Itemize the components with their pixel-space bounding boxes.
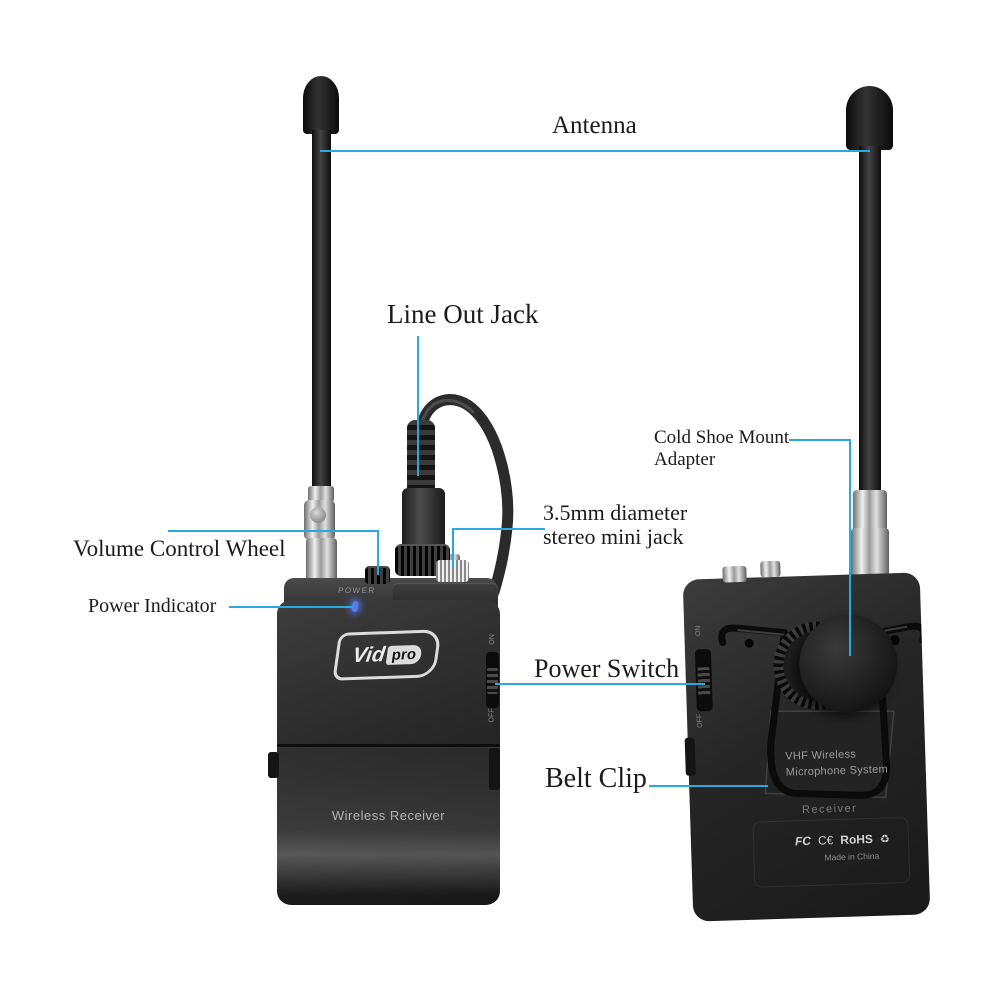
volume-leader-line-v xyxy=(377,530,379,575)
front-antenna-base xyxy=(306,538,337,584)
antenna-swivel-screw xyxy=(310,507,326,523)
front-switch-on-label: ON xyxy=(488,634,496,645)
front-power-switch-slider xyxy=(487,668,498,694)
belt-clip-label: Belt Clip xyxy=(545,763,647,794)
battery-latch-left xyxy=(268,752,279,778)
cold-shoe-label-line2: Adapter xyxy=(654,449,716,470)
front-device-sheen xyxy=(277,748,500,905)
stereo-mini-jack-label: 3.5mm diameter stereo mini jack xyxy=(543,501,687,549)
made-in-china-label: Made in China xyxy=(824,850,880,863)
mini-jack-leader-line-h xyxy=(452,528,545,530)
switch-off-label: OFF xyxy=(696,713,704,728)
line-out-plug-barrel xyxy=(402,488,445,546)
front-antenna-tip xyxy=(303,76,339,134)
switch-on-label: ON xyxy=(694,625,703,637)
power-indicator-leader-line xyxy=(229,606,353,608)
mini-jack-label-line2: stereo mini jack xyxy=(543,524,684,549)
volume-leader-line-h xyxy=(168,530,379,532)
ce-mark: C€ xyxy=(817,833,834,848)
cold-shoe-label-line1: Cold Shoe Mount xyxy=(654,427,790,448)
line-out-jack-label: Line Out Jack xyxy=(387,299,539,329)
belt-clip-graphic xyxy=(718,622,927,799)
certification-marks: FC C€ RoHS ♻ xyxy=(795,831,890,848)
front-antenna-rod xyxy=(312,130,331,490)
power-indicator-label: Power Indicator xyxy=(88,595,217,617)
front-switch-off-label: OFF xyxy=(488,708,496,723)
antenna-label: Antenna xyxy=(552,112,637,139)
cold-shoe-label: Cold Shoe Mount Adapter xyxy=(654,427,789,471)
vidpro-logo-pro: pro xyxy=(385,644,423,665)
wireless-receiver-label: Wireless Receiver xyxy=(331,808,446,823)
power-switch-slider xyxy=(697,667,711,696)
back-top-connector-2 xyxy=(760,560,781,578)
cold-shoe-leader-line-h xyxy=(789,439,851,441)
mini-jack-leader-line-v xyxy=(452,528,454,568)
fcc-mark: FC xyxy=(794,833,812,849)
rohs-mark: RoHS xyxy=(840,831,874,847)
front-antenna-band xyxy=(308,486,334,502)
battery-latch-right xyxy=(489,748,500,790)
antenna-leader-line xyxy=(320,150,870,152)
vidpro-logo-vid: Vid xyxy=(351,643,387,668)
back-side-latch xyxy=(684,737,696,776)
battery-door-seam xyxy=(277,744,500,748)
power-text-label: POWER xyxy=(337,586,377,595)
power-switch-leader-line xyxy=(495,683,705,685)
belt-clip-leader-line xyxy=(649,785,768,787)
back-antenna-tip xyxy=(846,86,893,150)
receiver-label: Receiver xyxy=(801,802,858,817)
mini-jack-label-line1: 3.5mm diameter xyxy=(543,500,688,525)
line-out-plug-strain-relief xyxy=(407,420,435,492)
power-switch-label: Power Switch xyxy=(534,654,680,683)
belt-clip-plate-text: VHF Wireless Microphone System xyxy=(785,745,906,781)
line-out-jack-leader-line xyxy=(417,336,419,476)
recycle-icon: ♻ xyxy=(879,833,891,846)
back-antenna-rod xyxy=(859,146,881,496)
cold-shoe-leader-line-v xyxy=(849,439,851,656)
volume-control-label: Volume Control Wheel xyxy=(73,536,286,561)
back-antenna-band xyxy=(853,490,887,532)
back-device: ON OFF VHF Wireless Microphone System Re… xyxy=(682,560,931,922)
